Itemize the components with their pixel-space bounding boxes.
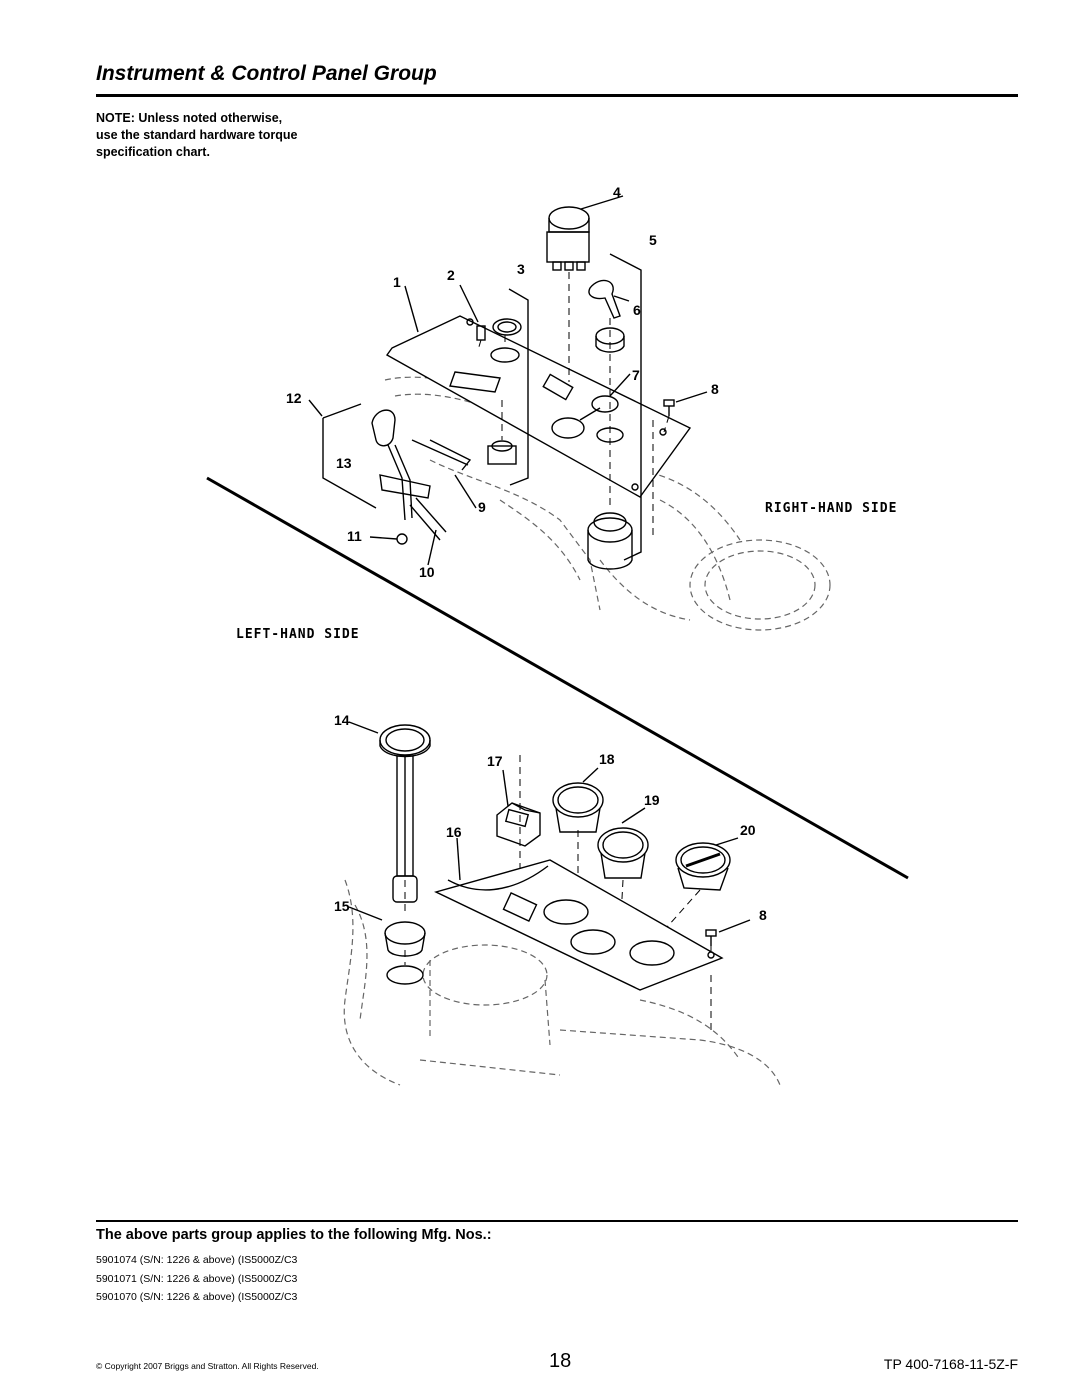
left-hand-side-label: LEFT-HAND SIDE (236, 627, 360, 642)
page-number: 18 (549, 1350, 572, 1372)
callout-8-lower: 8 (759, 907, 767, 923)
callout-18: 18 (599, 751, 615, 767)
gauge-part-19 (597, 827, 649, 879)
gauge-part-18 (552, 782, 604, 833)
callout-4: 4 (613, 184, 621, 200)
gauge-panel-plate (434, 859, 724, 991)
callout-8: 8 (711, 381, 719, 397)
page-title: Instrument & Control Panel Group (96, 62, 437, 85)
title-rule (96, 94, 1018, 97)
fuel-gauge-part-14 (379, 724, 431, 903)
callout-9: 9 (478, 499, 486, 515)
exploded-parts-diagram: 1 2 3 4 5 6 7 8 9 10 11 12 13 14 15 16 1… (206, 184, 909, 1086)
switch-part-17 (496, 802, 541, 847)
document-number: TP 400-7168-11-5Z-F (883, 1356, 1018, 1372)
note-line: use the standard hardware torque (96, 128, 298, 142)
callout-3: 3 (517, 261, 525, 277)
control-panel-plate (385, 315, 692, 498)
callout-5: 5 (649, 232, 657, 248)
list-item: 5901074 (S/N: 1226 & above) (IS5000Z/C3 (96, 1254, 298, 1266)
callout-14: 14 (334, 712, 350, 728)
callout-6: 6 (633, 302, 641, 318)
list-item: 5901071 (S/N: 1226 & above) (IS5000Z/C3 (96, 1272, 298, 1285)
right-hand-side-label: RIGHT-HAND SIDE (765, 501, 897, 516)
callout-2: 2 (447, 267, 455, 283)
callout-12: 12 (286, 390, 302, 406)
callout-17: 17 (487, 753, 503, 769)
callout-15: 15 (334, 898, 350, 914)
callout-7: 7 (632, 367, 640, 383)
mfg-number-list: 5901074 (S/N: 1226 & above) (IS5000Z/C3 … (96, 1251, 297, 1307)
callout-19: 19 (644, 792, 660, 808)
machine-outline-lower (343, 879, 781, 1086)
applicability-rule (96, 1220, 1018, 1222)
note-line: specification chart. (96, 145, 210, 159)
callout-16: 16 (446, 824, 462, 840)
callout-20: 20 (740, 822, 756, 838)
applicability-heading: The above parts group applies to the fol… (96, 1227, 492, 1243)
gauge-part-20 (675, 842, 731, 891)
key-part-6 (588, 279, 621, 319)
note-line: NOTE: Unless noted otherwise, (96, 111, 283, 125)
switch-part-4 (546, 206, 590, 271)
callout-13: 13 (336, 455, 352, 471)
divider-line (206, 476, 909, 880)
throttle-lever-part-12 (371, 409, 472, 541)
ignition-switch (587, 512, 633, 570)
copyright-notice: © Copyright 2007 Briggs and Stratton. Al… (96, 1361, 319, 1371)
callout-10: 10 (419, 564, 435, 580)
torque-note: NOTE: Unless noted otherwise, use the st… (96, 110, 356, 161)
callout-11: 11 (347, 528, 362, 544)
list-item: 5901070 (S/N: 1226 & above) (IS5000Z/C3 (96, 1291, 298, 1303)
callout-1: 1 (393, 274, 401, 290)
